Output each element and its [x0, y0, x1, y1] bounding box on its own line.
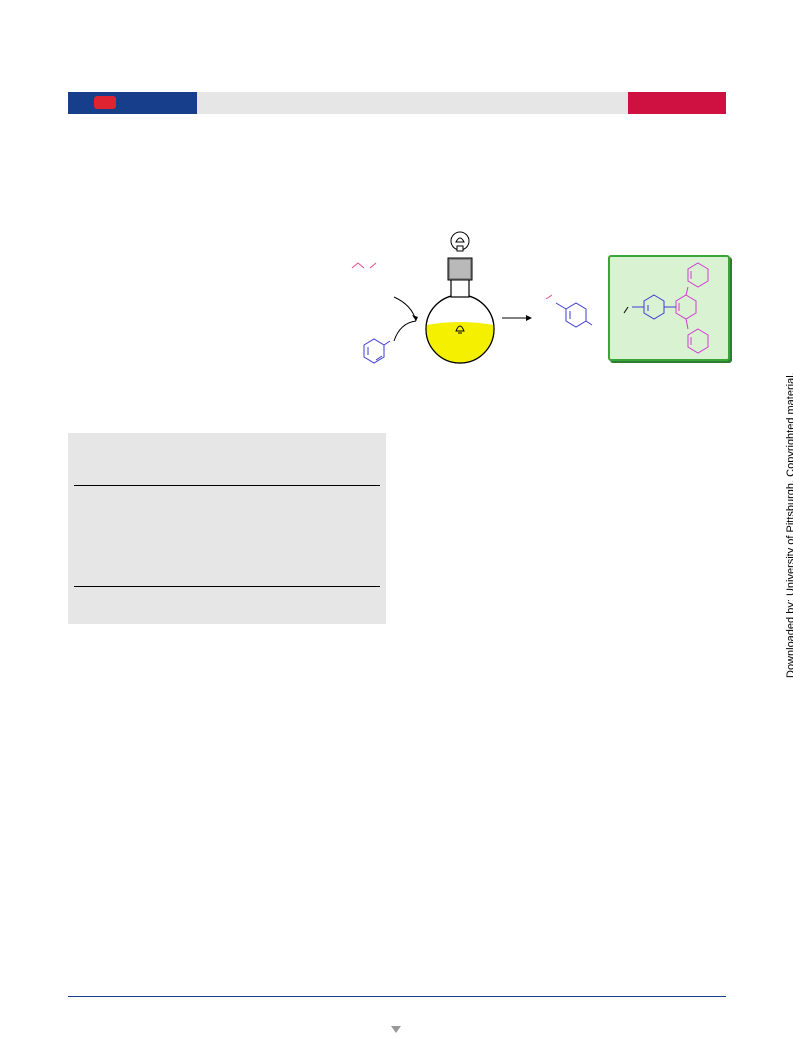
reagent-curved-arrows [393, 296, 418, 342]
page-down-arrow-icon[interactable] [391, 1026, 401, 1033]
light-bulb-icon [455, 325, 465, 334]
lamp-icon [450, 231, 470, 252]
reagent-alkene-structure [351, 262, 377, 269]
footer-rule [68, 996, 726, 997]
table-bottom-rule [74, 586, 380, 587]
download-watermark: Downloaded by: University of Pittsburgh.… [785, 372, 793, 678]
header-brand-block [68, 92, 197, 114]
reagent-arene-structure [363, 338, 391, 364]
product-structure [623, 262, 709, 354]
journal-badge [94, 96, 116, 109]
journal-header-band [68, 92, 726, 114]
header-title-strip [197, 92, 628, 114]
photoreactor-flask-icon [425, 257, 495, 364]
table-top-rule [74, 485, 380, 486]
product-highlight-box [608, 255, 730, 361]
reaction-scheme [330, 225, 730, 375]
reaction-arrow-icon [502, 315, 532, 321]
table-panel [68, 433, 386, 624]
reaction-scheme-drawing [351, 231, 593, 364]
intermediate-structure [545, 294, 593, 328]
header-section-tag [628, 92, 726, 114]
